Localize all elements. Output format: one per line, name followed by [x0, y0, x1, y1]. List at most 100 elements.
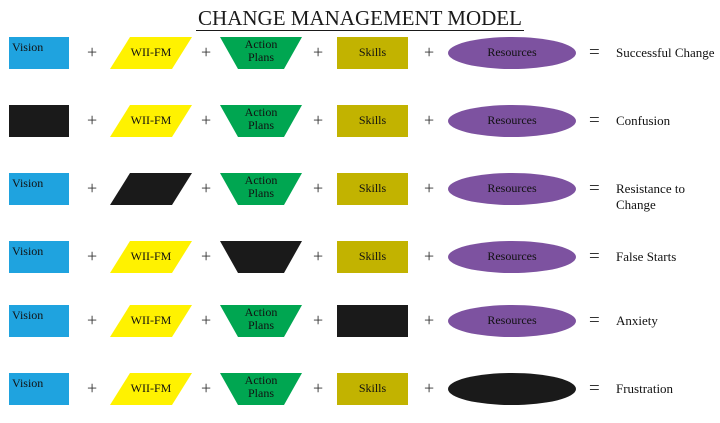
- wiifm-box: WII-FM: [110, 305, 192, 337]
- wiifm-label: WII-FM: [130, 45, 172, 59]
- wiifm-box: WII-FM: [110, 37, 192, 69]
- plus-sign: +: [424, 110, 435, 130]
- skills-box: Skills: [337, 373, 408, 405]
- plus-sign: +: [201, 310, 212, 330]
- plus-sign: +: [424, 378, 435, 398]
- result-line1: Resistance to: [616, 181, 685, 196]
- plus-sign: +: [87, 246, 98, 266]
- plus-sign: +: [201, 178, 212, 198]
- skills-label: Skills: [358, 249, 387, 263]
- plus-sign: +: [87, 310, 98, 330]
- plus-sign: +: [201, 110, 212, 130]
- plus-sign: +: [313, 310, 324, 330]
- action-label-line1: Action: [244, 373, 278, 387]
- result-line1: Successful Change: [616, 45, 715, 60]
- vision-box: Vision: [9, 37, 69, 69]
- plus-sign: +: [87, 42, 98, 62]
- plus-sign: +: [87, 110, 98, 130]
- wiifm-label: WII-FM: [130, 249, 172, 263]
- skills-box: Skills: [337, 37, 408, 69]
- action-label-line1: Action: [244, 37, 278, 51]
- result-label: Confusion: [616, 113, 670, 129]
- vision-box-missing: [9, 105, 69, 137]
- plus-sign: +: [201, 246, 212, 266]
- skills-label: Skills: [358, 381, 387, 395]
- action-label-line2: Plans: [247, 186, 274, 200]
- equals-sign: =: [589, 310, 600, 331]
- skills-box-missing: [337, 305, 408, 337]
- vision-box: Vision: [9, 373, 69, 405]
- wiifm-label: WII-FM: [130, 381, 172, 395]
- resources-ellipse-missing: [448, 373, 576, 405]
- plus-sign: +: [87, 378, 98, 398]
- result-label: Frustration: [616, 381, 673, 397]
- vision-label: Vision: [12, 176, 44, 190]
- resources-ellipse: Resources: [448, 37, 576, 69]
- plus-sign: +: [313, 246, 324, 266]
- vision-label: Vision: [12, 308, 44, 322]
- action-label-line1: Action: [244, 105, 278, 119]
- vision-label: Vision: [12, 244, 44, 258]
- wiifm-label: WII-FM: [130, 113, 172, 127]
- plus-sign: +: [424, 246, 435, 266]
- result-label: False Starts: [616, 249, 676, 265]
- action-label-line1: Action: [244, 305, 278, 319]
- plus-sign: +: [424, 42, 435, 62]
- resources-ellipse: Resources: [448, 173, 576, 205]
- action-label-line2: Plans: [247, 118, 274, 132]
- vision-label: Vision: [12, 40, 44, 54]
- result-line1: Anxiety: [616, 313, 658, 328]
- equals-sign: =: [589, 110, 600, 131]
- vision-box: Vision: [9, 173, 69, 205]
- row-false-starts: Vision+WII-FM++Skills+Resources=False St…: [0, 241, 720, 291]
- plus-sign: +: [313, 110, 324, 130]
- resources-label: Resources: [487, 313, 537, 327]
- result-line2: Change: [616, 197, 656, 212]
- wiifm-box: WII-FM: [110, 373, 192, 405]
- resources-ellipse: Resources: [448, 105, 576, 137]
- resources-ellipse: Resources: [448, 305, 576, 337]
- action-label-line2: Plans: [247, 318, 274, 332]
- vision-box: Vision: [9, 305, 69, 337]
- plus-sign: +: [87, 178, 98, 198]
- action-label-line1: Action: [244, 173, 278, 187]
- result-label: Successful Change: [616, 45, 715, 61]
- action-label-line2: Plans: [247, 386, 274, 400]
- equals-sign: =: [589, 178, 600, 199]
- plus-sign: +: [313, 178, 324, 198]
- skills-box: Skills: [337, 241, 408, 273]
- resources-label: Resources: [487, 45, 537, 59]
- vision-label: Vision: [12, 376, 44, 390]
- plus-sign: +: [424, 310, 435, 330]
- skills-box: Skills: [337, 105, 408, 137]
- diagram-title: CHANGE MANAGEMENT MODEL: [196, 6, 524, 31]
- equals-sign: =: [589, 246, 600, 267]
- equals-sign: =: [589, 42, 600, 63]
- skills-label: Skills: [358, 45, 387, 59]
- action-plans-box-missing: [220, 241, 302, 273]
- wiifm-box: WII-FM: [110, 105, 192, 137]
- vision-box: Vision: [9, 241, 69, 273]
- skills-box: Skills: [337, 173, 408, 205]
- wiifm-box-missing: [110, 173, 192, 205]
- plus-sign: +: [313, 378, 324, 398]
- result-line1: Confusion: [616, 113, 671, 128]
- plus-sign: +: [201, 378, 212, 398]
- equals-sign: =: [589, 378, 600, 399]
- resources-label: Resources: [487, 113, 537, 127]
